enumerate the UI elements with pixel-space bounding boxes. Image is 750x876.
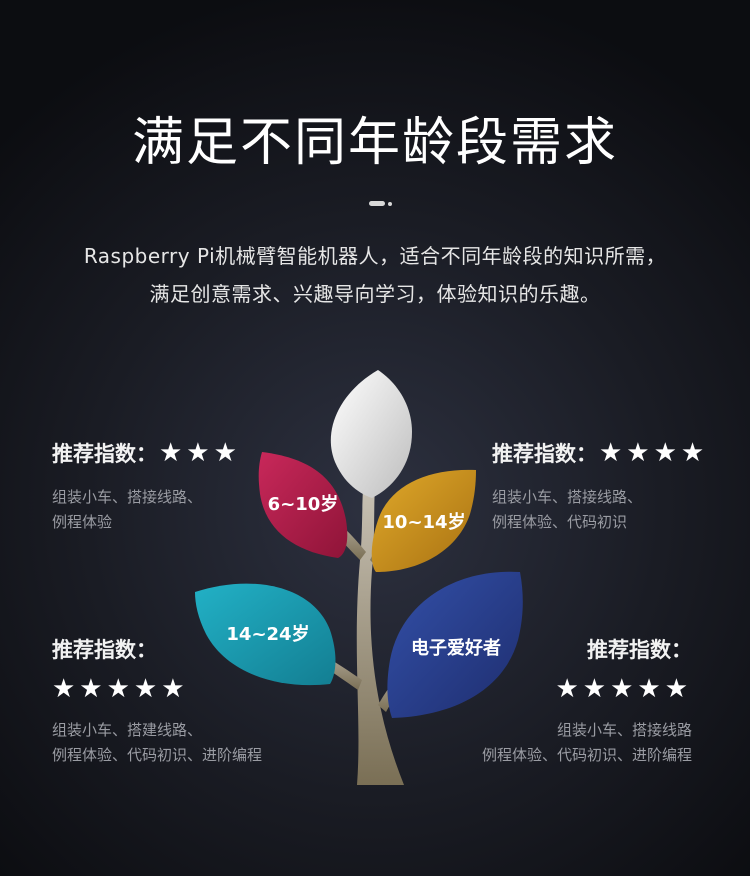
- activity-line-1: 组装小车、搭接线路、: [492, 488, 643, 506]
- activity-line-1: 组装小车、搭建线路、: [52, 721, 203, 739]
- rating-label: 推荐指数：: [587, 638, 692, 662]
- leaf-label-14-24: 14~24岁: [226, 623, 309, 645]
- leaf-white: [330, 370, 412, 498]
- star-rating-icons: ★★★: [159, 438, 241, 468]
- activity-line-2: 例程体验、代码初识、进阶编程: [481, 746, 692, 764]
- activity-line-2: 例程体验: [52, 513, 113, 531]
- activity-line-2: 例程体验、代码初识: [492, 513, 628, 531]
- star-rating-icons: ★★★★★: [52, 674, 189, 704]
- rating-block-electronics-hobbyist: 推荐指数： ★★★★★ 组装小车、搭接线路 例程体验、代码初识、进阶编程: [482, 634, 692, 768]
- activity-line-1: 组装小车、搭接线路、: [52, 488, 203, 506]
- activity-line-2: 例程体验、代码初识、进阶编程: [52, 746, 263, 764]
- rating-label: 推荐指数：: [52, 638, 157, 662]
- leaf-14-24: 14~24岁: [195, 583, 336, 686]
- rating-block-6-10: 推荐指数： ★★★ 组装小车、搭接线路、 例程体验: [52, 438, 241, 535]
- leaf-label-6-10: 6~10岁: [268, 493, 339, 515]
- leaf-10-14: 10~14岁: [371, 469, 476, 572]
- description-line-2: 满足创意需求、兴趣导向学习，体验知识的乐趣。: [149, 282, 601, 306]
- rating-label: 推荐指数：: [492, 442, 597, 466]
- star-rating-icons: ★★★★: [599, 438, 709, 468]
- leaf-6-10: 6~10岁: [258, 452, 348, 558]
- leaf-label-electronics-hobbyist: 电子爱好者: [411, 637, 501, 659]
- rating-label: 推荐指数：: [52, 442, 157, 466]
- description-line-1: Raspberry Pi机械臂智能机器人，适合不同年龄段的知识所需，: [83, 244, 667, 268]
- page-title: 满足不同年龄段需求: [131, 113, 618, 173]
- leaf-electronics-hobbyist: 电子爱好者: [387, 571, 523, 718]
- rating-block-10-14: 推荐指数： ★★★★ 组装小车、搭接线路、 例程体验、代码初识: [492, 438, 708, 535]
- rating-block-14-24: 推荐指数： ★★★★★ 组装小车、搭建线路、 例程体验、代码初识、进阶编程: [52, 634, 262, 768]
- activity-line-1: 组装小车、搭接线路: [556, 721, 692, 739]
- leaf-label-10-14: 10~14岁: [382, 511, 465, 533]
- star-rating-icons: ★★★★★: [555, 674, 692, 704]
- title-divider: [369, 201, 392, 207]
